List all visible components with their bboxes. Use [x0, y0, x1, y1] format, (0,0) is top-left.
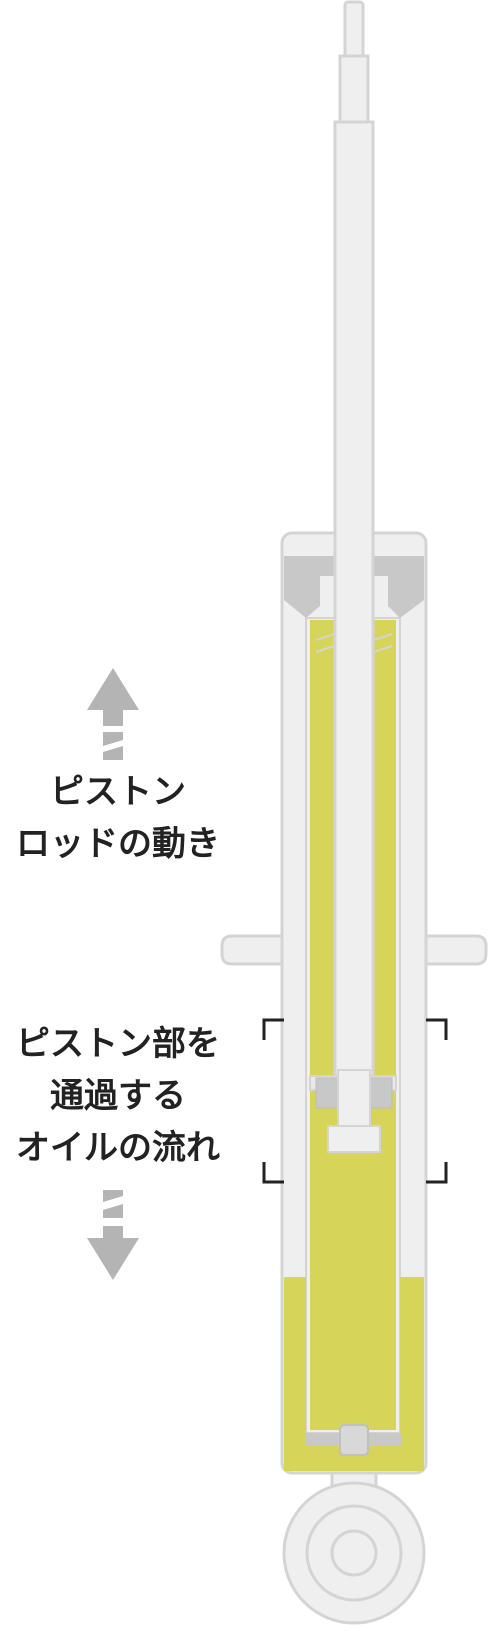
rod-guide-right — [370, 556, 424, 618]
oil-flow-label: ピストン部を 通過する オイルの流れ — [0, 1018, 236, 1174]
mount-plate — [220, 934, 488, 966]
base-valve-center — [339, 1424, 369, 1456]
arrow-up-icon — [87, 668, 139, 760]
seal-line-2 — [315, 645, 335, 653]
arrow-down-icon — [87, 1190, 139, 1280]
seal-line-1 — [315, 633, 335, 641]
rod-guide-left — [284, 556, 336, 618]
focus-bracket-top-left — [262, 1018, 284, 1040]
piston-rod-motion-label: ピストン ロッドの動き — [0, 766, 236, 870]
piston-core — [337, 1069, 371, 1127]
piston-rod — [333, 120, 375, 1078]
oil-reservoir-left — [284, 1277, 306, 1471]
oil-flow-line-1: ピストン部を — [16, 1024, 220, 1064]
focus-bracket-bottom-left — [262, 1162, 284, 1184]
piston-nut — [327, 1125, 381, 1153]
rod-tip — [343, 0, 365, 60]
focus-bracket-bottom-right — [426, 1162, 448, 1184]
oil-upper-left — [310, 620, 335, 1078]
oil-flow-line-2: 通過する — [50, 1076, 186, 1116]
piston-valve-left — [315, 1077, 339, 1109]
rod-neck — [338, 54, 370, 126]
seal-line-3 — [373, 633, 393, 641]
piston-valve-right — [369, 1077, 393, 1109]
eye-bolt — [330, 1529, 378, 1577]
focus-bracket-top-right — [426, 1018, 448, 1040]
oil-upper-right — [371, 620, 396, 1078]
piston-rod-motion-line-1: ピストン — [50, 772, 186, 812]
seal-line-4 — [373, 645, 393, 653]
piston-rod-motion-line-2: ロッドの動き — [16, 824, 220, 864]
oil-flow-line-3: オイルの流れ — [16, 1128, 220, 1168]
